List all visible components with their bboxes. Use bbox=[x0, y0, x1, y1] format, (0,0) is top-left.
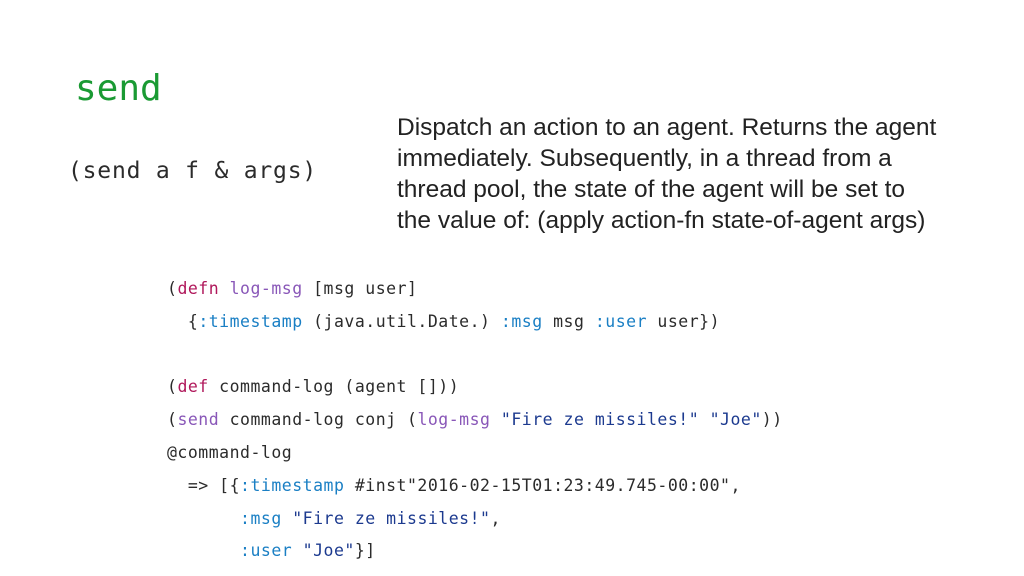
code-token-key: :user bbox=[240, 541, 293, 561]
code-token-key: :msg bbox=[240, 508, 282, 528]
description-line: Dispatch an action to an agent. Returns … bbox=[397, 114, 937, 141]
code-line-blank bbox=[167, 339, 783, 372]
code-token-string: "Joe" bbox=[302, 541, 355, 561]
code-line-defn: (defn log-msg [msg user] bbox=[167, 279, 418, 298]
description-line: the value of: (apply action-fn state-of-… bbox=[397, 207, 926, 234]
code-token-key: :msg bbox=[500, 311, 543, 331]
function-signature: (send a f & args) bbox=[68, 158, 318, 184]
description-line: immediately. Subsequently, in a thread f… bbox=[397, 145, 892, 172]
code-token-function: log-msg bbox=[417, 410, 491, 430]
code-line-def: (def command-log (agent [])) bbox=[167, 377, 460, 397]
code-line-map: {:timestamp (java.util.Date.) :msg msg :… bbox=[167, 311, 721, 331]
code-line-result: :user "Joe"}] bbox=[240, 541, 376, 561]
code-example: (defn log-msg [msg user] {:timestamp (ja… bbox=[167, 273, 783, 568]
slide-title: send bbox=[75, 68, 162, 109]
code-token-key: :timestamp bbox=[240, 475, 345, 495]
description-line: thread pool, the state of the agent will… bbox=[397, 176, 906, 203]
code-line-send: (send command-log conj (log-msg "Fire ze… bbox=[167, 410, 783, 430]
code-token-function: log-msg bbox=[229, 279, 303, 298]
code-token-string: "Joe" bbox=[709, 410, 762, 430]
code-line-result: => [{:timestamp #inst"2016-02-15T01:23:4… bbox=[167, 475, 741, 495]
code-token-keyword: def bbox=[177, 377, 209, 397]
code-token-string: "Fire ze missiles!" bbox=[292, 508, 491, 528]
code-token-keyword: defn bbox=[177, 279, 220, 298]
code-token-function: send bbox=[177, 410, 220, 430]
code-token-string: "Fire ze missiles!" bbox=[500, 410, 700, 430]
code-token-key: :timestamp bbox=[198, 311, 303, 331]
code-line-deref: @command-log bbox=[167, 442, 293, 462]
code-token-key: :user bbox=[594, 311, 647, 331]
code-line-result: :msg "Fire ze missiles!", bbox=[240, 508, 501, 528]
function-description: Dispatch an action to an agent. Returns … bbox=[397, 112, 1007, 236]
